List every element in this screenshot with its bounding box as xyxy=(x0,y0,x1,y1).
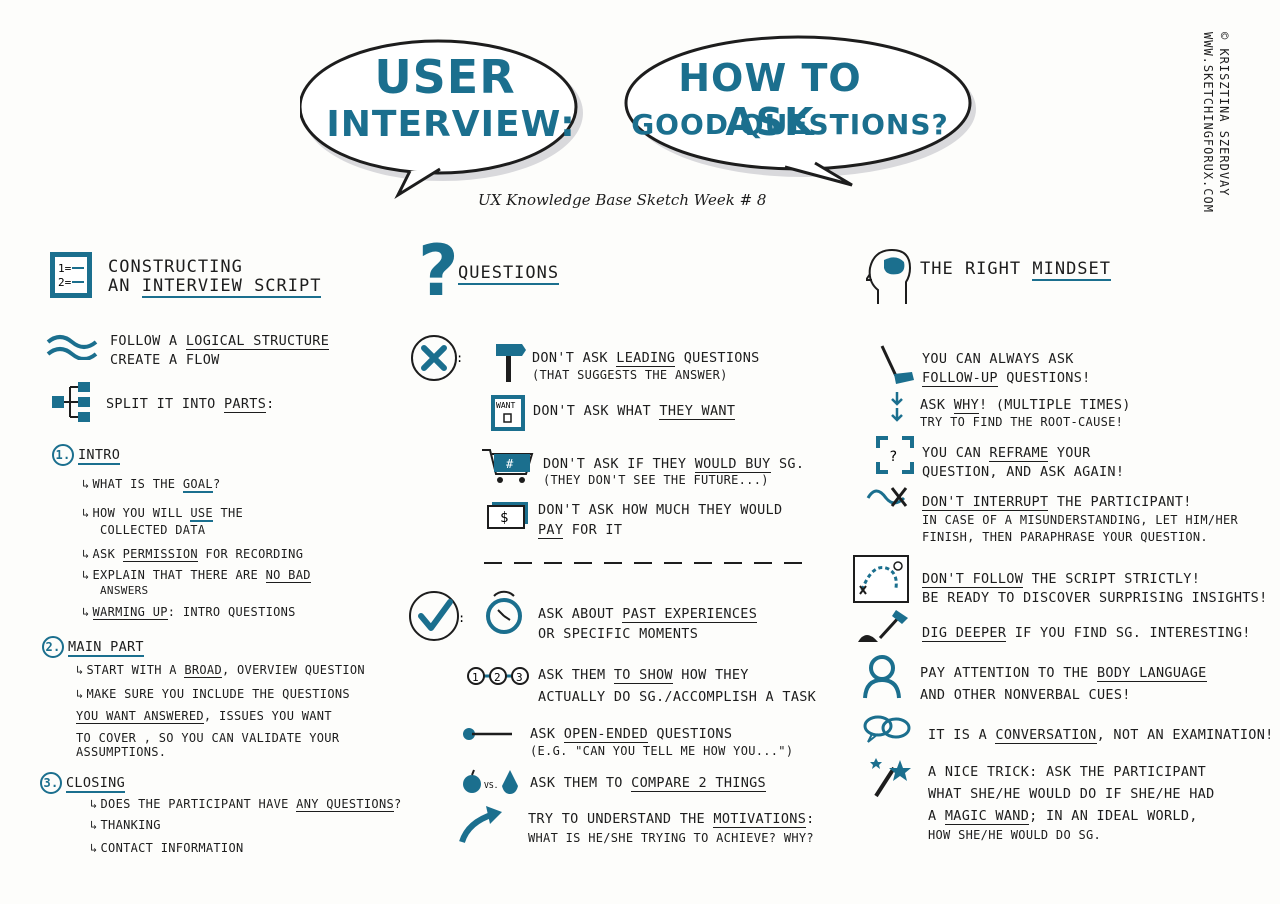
rising-arrow-icon xyxy=(459,806,502,844)
heading-constructing: CONSTRUCTING AN INTERVIEW SCRIPT xyxy=(108,257,322,298)
hierarchy-icon xyxy=(52,382,90,422)
split-parts: SPLIT IT INTO PARTS: xyxy=(106,396,275,413)
reframe-icon: ? xyxy=(876,436,914,474)
svg-text:1=: 1= xyxy=(58,262,72,275)
main-item-broad: START WITH A BROAD, OVERVIEW QUESTION xyxy=(76,662,365,679)
money-icon: $ xyxy=(487,502,528,529)
credit-name: © KRISZTINA SZERDVAY xyxy=(1217,32,1231,197)
svg-text:WANT: WANT xyxy=(496,401,515,410)
do-compare: ASK THEM TO COMPARE 2 THINGS xyxy=(530,775,766,792)
svg-text:1: 1 xyxy=(472,671,479,684)
dont-leading: DON'T ASK LEADING QUESTIONS (THAT SUGGES… xyxy=(532,350,760,382)
dont-pay: DON'T ASK HOW MUCH THEY WOULD PAY FOR IT xyxy=(538,502,783,539)
wave-icon xyxy=(46,335,98,360)
number-badge: 1. xyxy=(52,444,74,466)
number-badge: 2. xyxy=(42,636,64,658)
svg-text:$: $ xyxy=(500,510,508,526)
mindset-body-language: PAY ATTENTION TO THE BODY LANGUAGE AND O… xyxy=(920,665,1207,703)
do-show: ASK THEM TO SHOW HOW THEY ACTUALLY DO SG… xyxy=(538,667,817,705)
mindset-magic-wand: A NICE TRICK: ASK THE PARTICIPANT WHAT S… xyxy=(928,764,1215,842)
logical-structure: FOLLOW A LOGICAL STRUCTURE CREATE A FLOW xyxy=(110,333,330,368)
intro-item-warming-up: WARMING UP: INTRO QUESTIONS xyxy=(82,604,296,621)
section-intro: 1.INTRO xyxy=(52,444,121,466)
steps-123-icon: 1 2 3 xyxy=(467,667,529,685)
dont-x-icon: : xyxy=(411,335,463,381)
mindset-dig-deeper: DIG DEEPER IF YOU FIND SG. INTERESTING! xyxy=(922,625,1251,642)
script-icon: 1= 2= xyxy=(50,252,92,298)
svg-text:?: ? xyxy=(889,449,897,465)
title-interview: INTERVIEW: xyxy=(326,104,576,145)
shovel-icon xyxy=(858,610,908,642)
mindset-reframe: YOU CAN REFRAME YOUR QUESTION, AND ASK A… xyxy=(922,445,1125,480)
magic-wand-icon xyxy=(870,758,911,798)
question-mark-icon: ? xyxy=(418,230,459,312)
intro-item-no-bad-answers: EXPLAIN THAT THERE ARE NO BAD ANSWERS xyxy=(82,568,311,598)
number-badge: 3. xyxy=(40,772,62,794)
dont-would-buy: DON'T ASK IF THEY WOULD BUY SG. (THEY DO… xyxy=(543,456,805,487)
title-user: USER xyxy=(374,50,516,104)
closing-item-thanking: THANKING xyxy=(90,817,161,834)
down-arrows-icon xyxy=(891,392,903,422)
subtitle: UX Knowledge Base Sketch Week # 8 xyxy=(478,191,767,209)
main-item-include-questions: MAKE SURE YOU INCLUDE THE QUESTIONS YOU … xyxy=(76,686,350,758)
svg-text:2=: 2= xyxy=(58,276,72,289)
title-good-questions: GOOD QUESTIONS? xyxy=(631,108,949,141)
closing-item-any-questions: DOES THE PARTICIPANT HAVE ANY QUESTIONS? xyxy=(90,796,402,813)
heading-questions: QUESTIONS xyxy=(458,263,560,285)
dont-what-they-want: DON'T ASK WHAT THEY WANT xyxy=(533,403,736,420)
open-line-icon xyxy=(463,728,512,740)
interrupt-icon xyxy=(866,487,908,507)
svg-text:2: 2 xyxy=(494,671,501,684)
svg-text:#: # xyxy=(506,457,514,471)
hockey-stick-icon xyxy=(880,345,914,384)
dashed-divider xyxy=(484,562,814,564)
author-credit: © KRISZTINA SZERDVAY WWW.SKETCHINGFORUX.… xyxy=(1200,32,1232,213)
do-past-experiences: ASK ABOUT PAST EXPERIENCES OR SPECIFIC M… xyxy=(538,606,758,642)
intro-item-goal: WHAT IS THE GOAL? xyxy=(82,476,220,493)
mindset-dont-follow: DON'T FOLLOW THE SCRIPT STRICTLY! BE REA… xyxy=(922,571,1268,606)
speech-bubble-left xyxy=(300,39,578,175)
svg-text::: : xyxy=(456,351,463,365)
apple-vs-pear-icon: VS. xyxy=(463,769,518,794)
mindset-dont-interrupt: DON'T INTERRUPT THE PARTICIPANT! IN CASE… xyxy=(922,494,1239,544)
want-note-icon: WANT xyxy=(491,395,525,431)
closing-item-contact: CONTACT INFORMATION xyxy=(90,840,244,857)
do-motivations: TRY TO UNDERSTAND THE MOTIVATIONS: WHAT … xyxy=(528,811,815,845)
credit-url: WWW.SKETCHINGFORUX.COM xyxy=(1201,32,1215,213)
do-open-ended: ASK OPEN-ENDED QUESTIONS (E.G. "CAN YOU … xyxy=(530,726,794,758)
section-main-part: 2.MAIN PART xyxy=(42,636,144,658)
mindset-follow-up: YOU CAN ALWAYS ASK FOLLOW-UP QUESTIONS! xyxy=(922,351,1091,387)
clock-history-icon xyxy=(486,590,522,634)
svg-text::: : xyxy=(458,611,465,625)
person-icon xyxy=(863,655,901,699)
intro-item-use: HOW YOU WILL USE THE COLLECTED DATA xyxy=(82,505,243,539)
treasure-map-icon xyxy=(853,555,909,603)
title-how-to-ask: HOW TO ASK xyxy=(678,56,862,144)
head-mindset-icon xyxy=(866,248,912,304)
mindset-why: ASK WHY! (MULTIPLE TIMES) TRY TO FIND TH… xyxy=(920,397,1131,429)
heading-mindset: THE RIGHT MINDSET xyxy=(920,259,1112,281)
svg-text:3: 3 xyxy=(516,671,523,684)
mindset-conversation: IT IS A CONVERSATION, NOT AN EXAMINATION… xyxy=(928,727,1274,744)
intro-item-permission: ASK PERMISSION FOR RECORDING xyxy=(82,546,303,563)
shopping-cart-icon: # xyxy=(482,449,534,483)
signpost-icon xyxy=(496,344,526,382)
conversation-icon xyxy=(863,715,911,743)
section-closing: 3.CLOSING xyxy=(40,772,125,794)
svg-text:VS.: VS. xyxy=(484,781,498,790)
title-bubbles xyxy=(300,35,976,200)
do-check-icon: : xyxy=(409,591,465,641)
